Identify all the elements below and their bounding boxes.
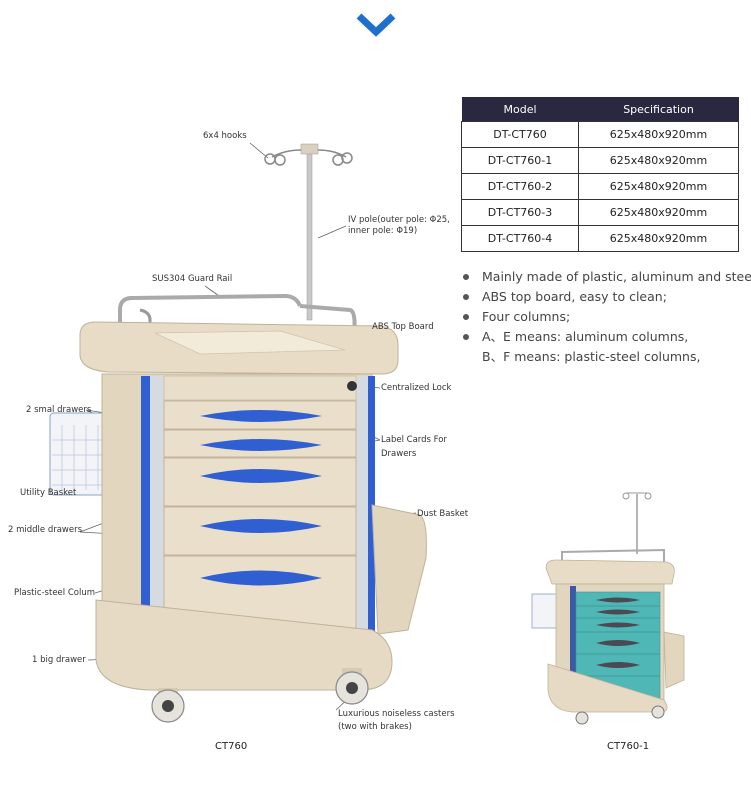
annotation-big-drawer: 1 big drawer	[32, 655, 86, 665]
annotation-line: Drawers	[381, 449, 417, 459]
annotation-line: Label Cards For	[381, 435, 447, 445]
feature-text: B、F means: plastic-steel columns,	[482, 349, 701, 364]
list-item: B、F means: plastic-steel columns,	[463, 347, 751, 367]
annotation-guard-rail: SUS304 Guard Rail	[152, 274, 233, 284]
column-header-specification: Specification	[578, 97, 739, 122]
list-item: ABS top board, easy to clean;	[463, 287, 751, 307]
table-header-row: Model Specification	[461, 97, 739, 122]
feature-text: ABS top board, easy to clean;	[482, 289, 667, 304]
specification-table: Model Specification DT-CT760 625x480x920…	[461, 97, 739, 252]
annotation-line: inner pole: Φ19)	[348, 226, 418, 236]
list-item: Four columns;	[463, 307, 751, 327]
annotation-dust-basket: Dust Basket	[417, 509, 469, 519]
spec-cell: 625x480x920mm	[578, 199, 739, 226]
table-row: DT-CT760-1 625x480x920mm	[461, 147, 739, 174]
feature-list: Mainly made of plastic, aluminum and ste…	[463, 267, 751, 367]
annotation-iv-pole: IV pole(outer pole: Φ25, inner pole: Φ19…	[348, 215, 450, 237]
spec-cell: 625x480x920mm	[578, 147, 739, 174]
column-header-model: Model	[461, 97, 579, 122]
spec-cell: 625x480x920mm	[578, 121, 739, 148]
annotation-middle-drawers: 2 middle drawers	[8, 525, 83, 535]
list-item: A、E means: aluminum columns,	[463, 327, 751, 347]
feature-text: Four columns;	[482, 309, 571, 324]
chevron-down-icon[interactable]	[355, 12, 397, 38]
annotation-lock: Centralized Lock	[381, 383, 452, 393]
bullet-icon	[463, 314, 469, 320]
feature-text: Mainly made of plastic, aluminum and ste…	[482, 269, 751, 284]
table-row: DT-CT760-3 625x480x920mm	[461, 199, 739, 226]
bullet-icon	[463, 334, 469, 340]
model-cell: DT-CT760-2	[461, 173, 579, 200]
bullet-icon	[463, 294, 469, 300]
annotation-column: Plastic-steel Colum	[14, 588, 96, 598]
annotation-line: Luxurious noiseless casters	[338, 709, 455, 719]
feature-text: A、E means: aluminum columns,	[482, 329, 689, 344]
annotation-line: (two with brakes)	[338, 722, 412, 732]
list-item: Mainly made of plastic, aluminum and ste…	[463, 267, 751, 287]
model-cell: DT-CT760-4	[461, 225, 579, 252]
annotation-casters: Luxurious noiseless casters (two with br…	[338, 709, 455, 733]
annotation-label-cards: Label Cards For Drawers	[381, 435, 447, 460]
annotation-utility-basket: Utility Basket	[20, 488, 77, 498]
caption-ct760: CT760	[215, 741, 248, 752]
annotation-small-drawers: 2 smal drawers	[26, 405, 92, 415]
table-row: DT-CT760-4 625x480x920mm	[461, 225, 739, 252]
annotation-hooks: 6x4 hooks	[203, 131, 247, 141]
annotation-line: IV pole(outer pole: Φ25,	[348, 215, 450, 225]
bullet-icon	[463, 274, 469, 280]
spec-cell: 625x480x920mm	[578, 225, 739, 252]
annotation-top-board: ABS Top Board	[372, 322, 434, 332]
caption-ct760-1: CT760-1	[607, 741, 650, 752]
